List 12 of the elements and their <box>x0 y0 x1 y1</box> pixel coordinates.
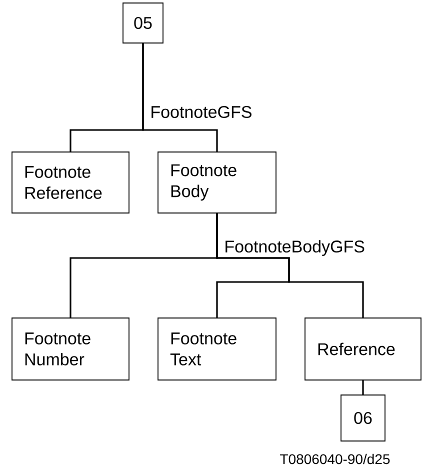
connector <box>216 213 364 318</box>
box: Footnote Number <box>12 318 130 380</box>
box: 05 <box>122 2 164 44</box>
box: Footnote Body <box>158 152 276 214</box>
box: 06 <box>340 394 386 442</box>
box: Footnote Text <box>158 318 276 380</box>
connector <box>142 43 218 152</box>
box: Reference <box>304 318 422 380</box>
edge-label: FootnoteGFS <box>149 104 254 120</box>
edge-label: FootnoteBodyGFS <box>223 239 366 257</box>
connector <box>362 380 364 395</box>
box: Footnote Reference <box>12 152 130 214</box>
